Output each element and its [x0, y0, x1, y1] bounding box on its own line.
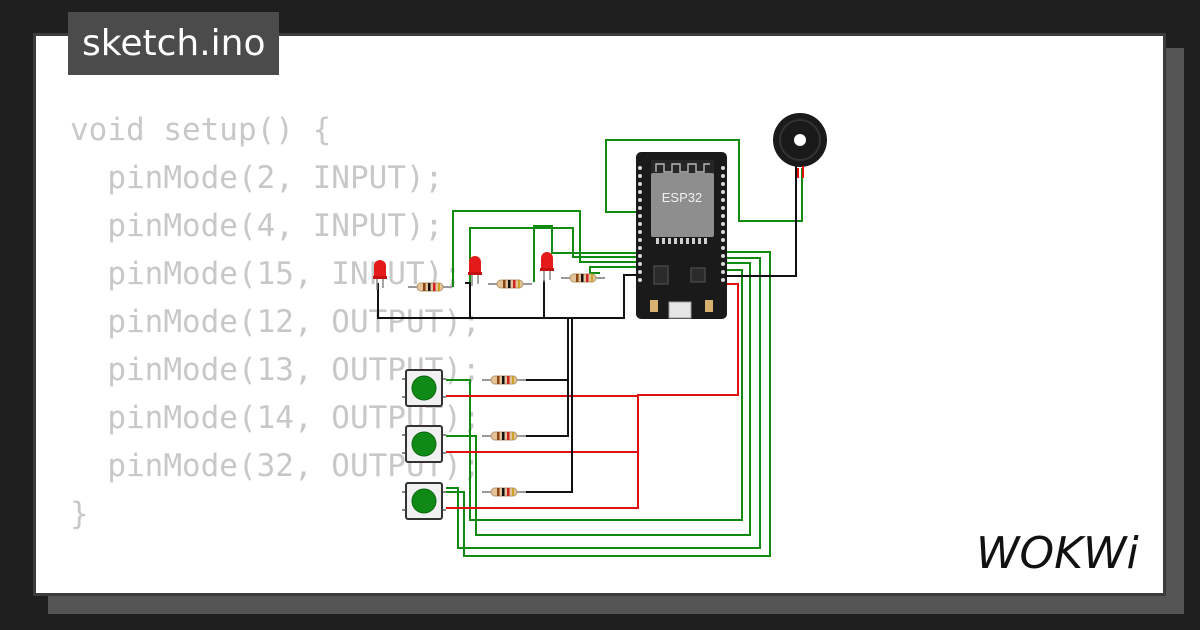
wokwi-logo[interactable]: WOKWi — [972, 520, 1152, 578]
resistor-icon[interactable] — [481, 375, 527, 385]
code-line: pinMode(13, OUTPUT); — [70, 352, 481, 388]
resistor-icon[interactable] — [407, 282, 453, 292]
code-line: } — [70, 496, 89, 532]
esp32-board[interactable]: ESP32 — [636, 152, 727, 319]
code-line: void setup() { — [70, 112, 332, 148]
resistor-icon[interactable] — [481, 431, 527, 441]
code-line: pinMode(14, OUTPUT); — [70, 400, 481, 436]
pushbutton-icon[interactable] — [401, 369, 447, 407]
led-icon[interactable] — [372, 259, 388, 291]
resistor-icon[interactable] — [487, 279, 533, 289]
green-wires — [446, 139, 803, 557]
buzzer-icon[interactable] — [773, 113, 827, 178]
logo-text: WOKWi — [976, 528, 1139, 578]
code-line: pinMode(32, OUTPUT); — [70, 448, 481, 484]
code-line: void loop() { — [70, 586, 481, 593]
code-line: pinMode(12, OUTPUT); — [70, 304, 481, 340]
code-line: pinMode(2, INPUT); — [70, 160, 444, 196]
chip-label: ESP32 — [662, 190, 702, 205]
preview-card: void setup() { pinMode(2, INPUT); pinMod… — [33, 33, 1166, 596]
resistor-icon[interactable] — [560, 273, 606, 283]
black-wires — [377, 168, 797, 493]
code-line: pinMode(4, INPUT); — [70, 208, 444, 244]
pushbutton-icon[interactable] — [401, 425, 447, 463]
file-name-tab[interactable]: sketch.ino — [68, 12, 280, 75]
code-preview: void setup() { pinMode(2, INPUT); pinMod… — [70, 106, 481, 593]
red-wires — [446, 168, 799, 509]
pushbutton-icon[interactable] — [401, 482, 447, 520]
led-icon[interactable] — [539, 251, 555, 283]
resistor-icon[interactable] — [481, 487, 527, 497]
code-line: pinMode(15, INPUT); — [70, 256, 462, 292]
